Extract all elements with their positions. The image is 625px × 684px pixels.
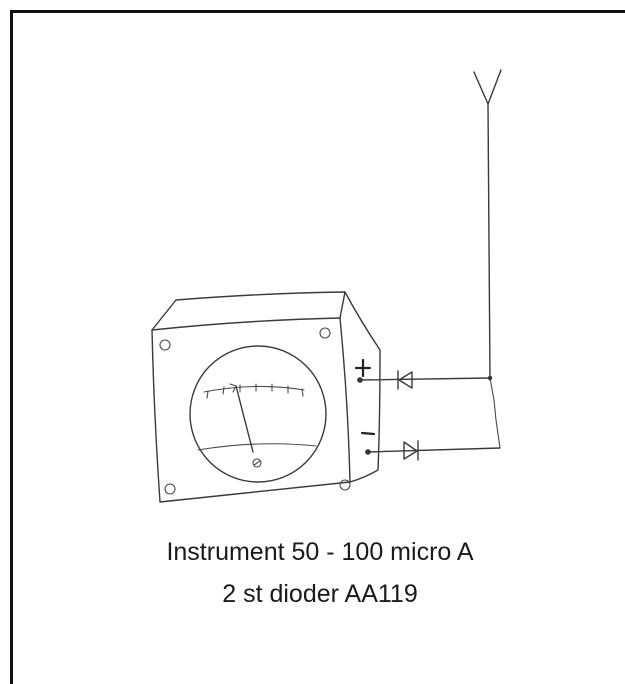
meter-instrument-icon <box>151 291 381 503</box>
diode-bottom-icon <box>403 440 419 461</box>
diode-top-icon <box>397 370 413 390</box>
minus-sign-icon <box>360 431 376 436</box>
frame-top-border <box>10 10 625 13</box>
caption-diodes: 2 st dioder AA119 <box>222 580 418 608</box>
wiring <box>359 375 501 453</box>
antenna-icon <box>473 69 502 381</box>
caption-instrument: Instrument 50 - 100 micro A <box>166 538 474 566</box>
plus-sign-icon <box>354 358 372 378</box>
frame-left-border <box>10 10 13 684</box>
